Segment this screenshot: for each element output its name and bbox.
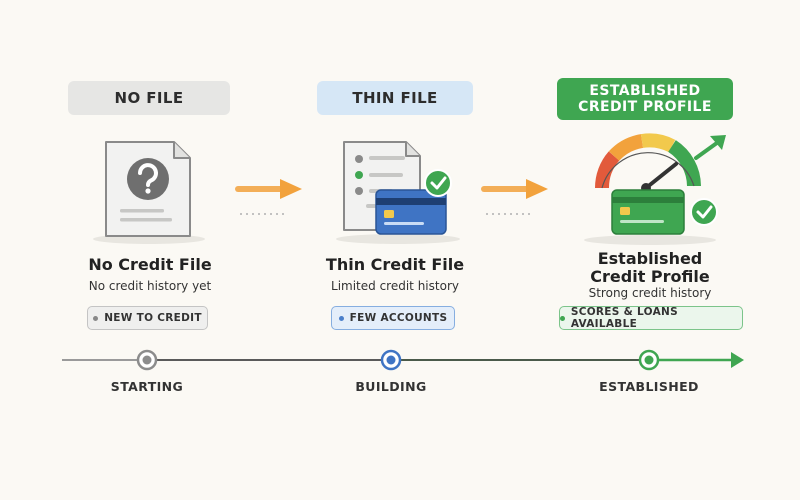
status-badge-few-accounts: FEW ACCOUNTS bbox=[331, 306, 455, 330]
stage-header-established: ESTABLISHED CREDIT PROFILE bbox=[557, 78, 733, 120]
progress-arrow-icon bbox=[478, 170, 558, 220]
stage-header-no-file: NO FILE bbox=[68, 81, 230, 115]
bullet-icon bbox=[93, 315, 99, 321]
bullet-icon bbox=[338, 315, 344, 321]
stage-header-thin-file: THIN FILE bbox=[317, 81, 473, 115]
stage-title: No Credit File bbox=[88, 255, 212, 274]
bullet-icon bbox=[560, 315, 565, 321]
timeline-label-starting: STARTING bbox=[110, 379, 184, 394]
stage-title-line2: Credit Profile bbox=[590, 267, 710, 286]
badge-label: NEW TO CREDIT bbox=[104, 312, 202, 324]
badge-label: SCORES & LOANS AVAILABLE bbox=[570, 306, 678, 330]
progress-arrow-icon bbox=[232, 170, 312, 220]
stage-header-label-line2: CREDIT PROFILE bbox=[578, 99, 712, 115]
badge-label: FEW ACCOUNTS bbox=[349, 312, 448, 324]
timeline-label-building: BUILDING bbox=[355, 379, 427, 394]
stage-title: Thin Credit File bbox=[325, 255, 465, 274]
stage-subtitle: Limited credit history bbox=[331, 279, 459, 293]
stage-header-label-line1: ESTABLISHED bbox=[589, 83, 701, 99]
progress-timeline bbox=[0, 340, 800, 380]
stage-title-line1: Established bbox=[597, 249, 703, 268]
stage-subtitle: Strong credit history bbox=[588, 286, 712, 300]
status-badge-scores-loans: SCORES & LOANS AVAILABLE bbox=[559, 306, 743, 330]
timeline-label-established: ESTABLISHED bbox=[599, 379, 699, 394]
question-document-icon bbox=[84, 138, 214, 248]
credit-score-gauge-icon bbox=[576, 126, 732, 250]
stage-header-label: NO FILE bbox=[114, 89, 184, 107]
stage-header-label: THIN FILE bbox=[352, 89, 438, 107]
status-badge-new-to-credit: NEW TO CREDIT bbox=[87, 306, 208, 330]
stage-subtitle: No credit history yet bbox=[88, 279, 212, 293]
stage-title: Established Credit Profile bbox=[555, 250, 745, 286]
document-with-credit-card-icon bbox=[328, 138, 468, 248]
